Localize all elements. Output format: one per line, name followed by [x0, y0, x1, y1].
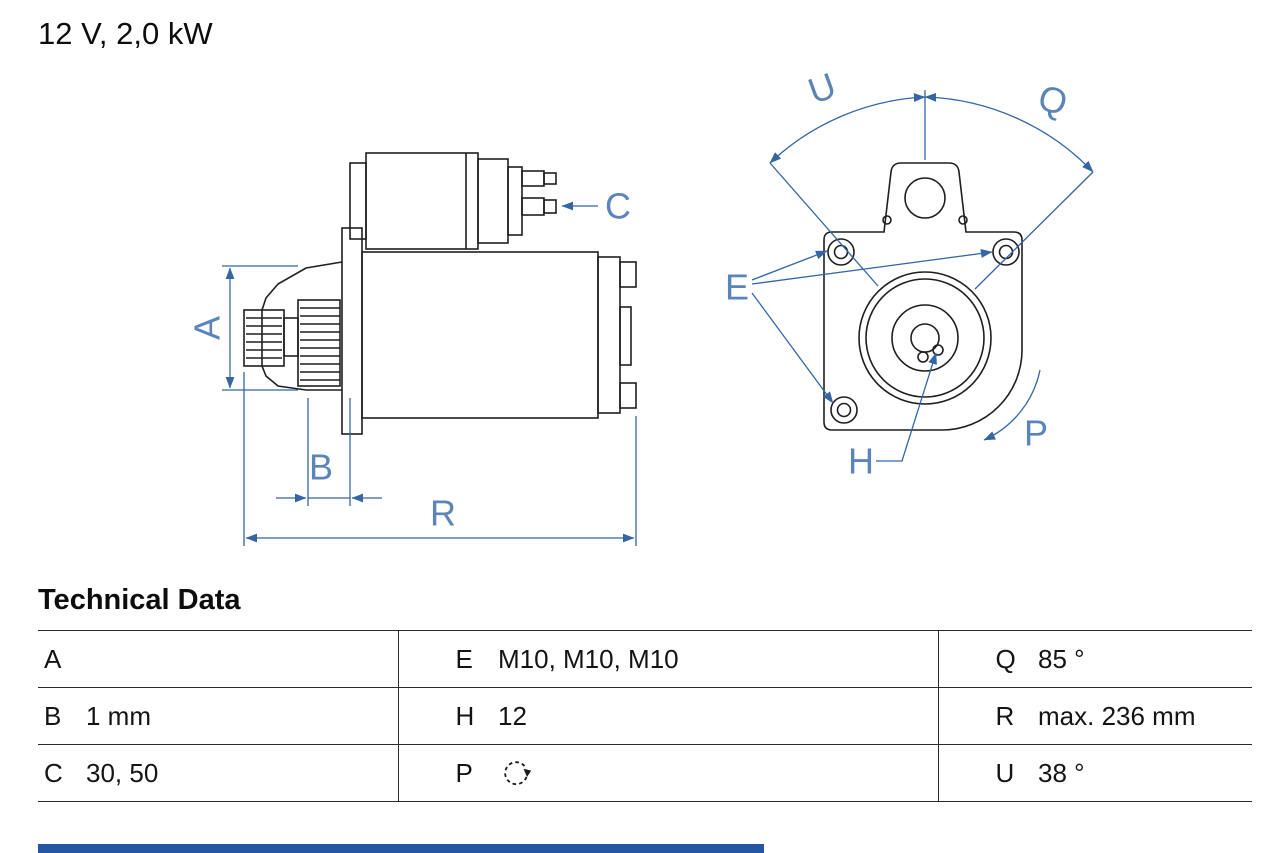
- dim-label-a: A: [187, 316, 228, 340]
- param-q-value: 85 °: [1038, 643, 1085, 674]
- table-row-1: A E M10, M10, M10 Q 85 °: [38, 630, 1252, 688]
- dimension-labels: A B C R U Q E H P: [187, 64, 1073, 533]
- starter-side-view: [243, 152, 637, 435]
- param-a-value: [86, 631, 398, 688]
- bolt-hole-bottom-left: [830, 396, 858, 424]
- h-leader-line: [876, 352, 937, 462]
- dim-label-b: B: [309, 447, 333, 488]
- technical-data-heading: Technical Data: [38, 584, 241, 616]
- angle-leg-left: [769, 162, 879, 287]
- ear-detail-right: [958, 215, 968, 225]
- dim-label-r: R: [430, 493, 456, 534]
- dimension-b: [276, 398, 382, 506]
- bottom-bar: [38, 844, 764, 853]
- dim-label-e: E: [725, 267, 749, 308]
- param-e-value: M10, M10, M10: [498, 643, 679, 674]
- page-title: 12 V, 2,0 kW: [38, 16, 213, 51]
- param-p-key: P: [397, 744, 498, 802]
- param-b-key: B: [44, 700, 62, 731]
- param-r-key: R: [937, 687, 1038, 745]
- e-leader-lines: [751, 249, 993, 404]
- dim-label-u: U: [803, 64, 841, 111]
- side-view-dimension-lines: [222, 201, 637, 546]
- param-h-key: H: [397, 687, 498, 745]
- dimension-r: [243, 372, 637, 546]
- rotation-arrow-p: [983, 369, 1041, 441]
- flange-plate: [341, 227, 363, 435]
- technical-drawing: A B C R U Q E H P: [187, 64, 1094, 546]
- angle-arc-u: [769, 93, 926, 164]
- param-h-value: 12: [498, 700, 527, 731]
- technical-data-table: A E M10, M10, M10 Q 85 ° B 1 mm H 12 R m…: [38, 630, 1252, 802]
- param-u-key: U: [937, 744, 1038, 802]
- param-p-value: [498, 745, 938, 802]
- angle-leg-right: [974, 171, 1094, 290]
- dim-label-q: Q: [1033, 76, 1072, 124]
- dim-label-p: P: [1024, 413, 1048, 454]
- rotation-ccw-icon: [504, 760, 532, 785]
- param-r-value: max. 236 mm: [1038, 700, 1196, 731]
- spline-block: [297, 299, 341, 387]
- param-u-value: 38 °: [1038, 757, 1085, 788]
- param-c-value: 30, 50: [86, 757, 159, 788]
- center-boss: [858, 271, 992, 405]
- starter-front-view: [823, 162, 1023, 431]
- pinion-gear: [243, 309, 299, 367]
- table-row-2: B 1 mm H 12 R max. 236 mm: [38, 687, 1252, 745]
- motor-housing: [361, 251, 637, 419]
- front-view-dimension-lines: [751, 90, 1094, 462]
- param-c-key: C: [44, 757, 63, 788]
- table-row-3: C 30, 50 P U 38 °: [38, 744, 1252, 802]
- param-e-key: E: [397, 630, 498, 688]
- drive-end-bell: [261, 261, 343, 391]
- solenoid: [349, 152, 557, 250]
- param-q-key: Q: [937, 630, 1038, 688]
- angle-arc-q: [924, 92, 1094, 173]
- bolt-hole-top-right: [992, 238, 1020, 266]
- param-a-key: A: [44, 643, 62, 674]
- dim-label-c: C: [605, 186, 631, 227]
- dim-label-h: H: [848, 441, 874, 482]
- mounting-plate: [823, 162, 1023, 431]
- ear-detail-left: [882, 215, 892, 225]
- dimension-a: [222, 265, 298, 391]
- ear-hole: [904, 177, 946, 219]
- param-b-value: 1 mm: [86, 700, 151, 731]
